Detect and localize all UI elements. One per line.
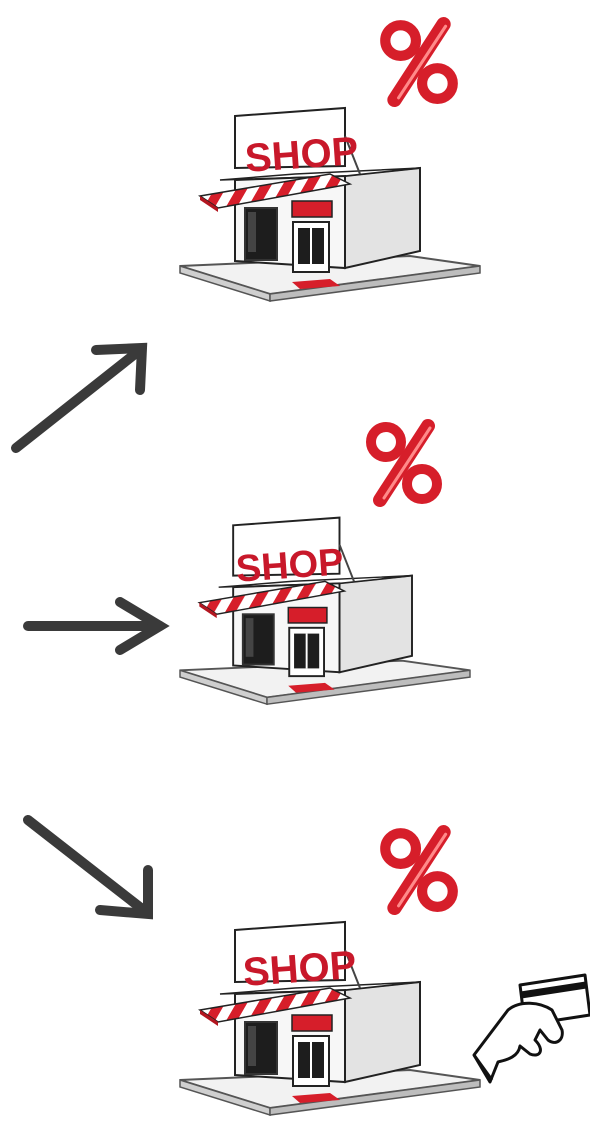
discount-percent-icon (371, 426, 437, 500)
shop-storefront-2: SHOP (180, 518, 470, 705)
shop-storefront-1: SHOP (180, 108, 480, 301)
shop-storefront-3: SHOP (180, 922, 480, 1115)
discount-percent-icon (385, 24, 452, 100)
arrow-right-icon (28, 602, 160, 650)
discount-percent-icon (385, 832, 452, 908)
arrow-up-right-icon (16, 348, 142, 448)
shop-sign-label: SHOP (235, 541, 345, 590)
shop-sign-label: SHOP (242, 943, 358, 995)
hand-holding-card-icon (474, 975, 590, 1082)
shop-sign-label: SHOP (244, 129, 360, 181)
arrow-down-right-icon (28, 820, 148, 914)
